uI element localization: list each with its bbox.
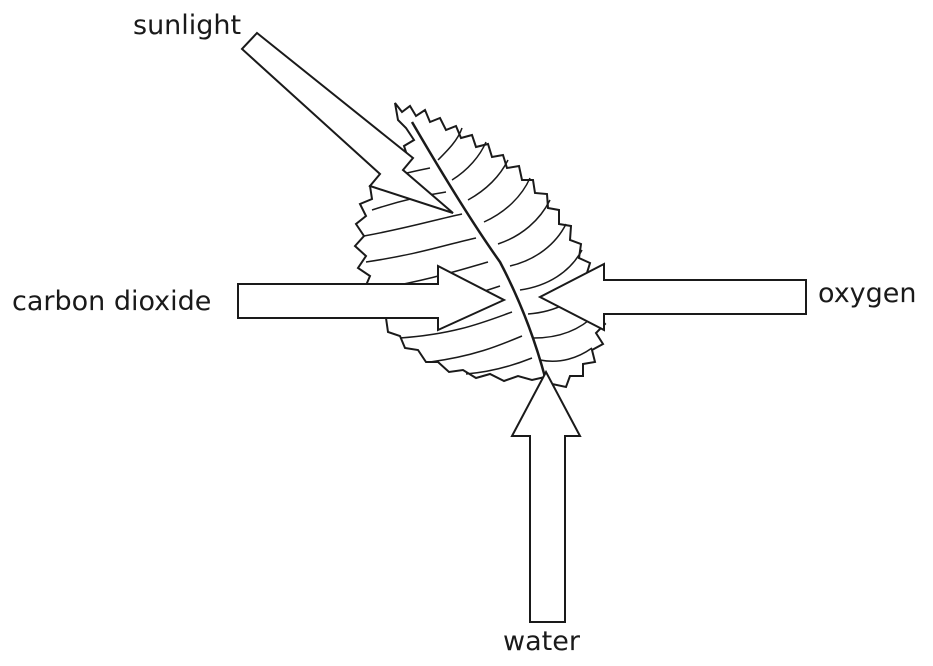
water-arrow: [512, 372, 580, 622]
oxygen-label: oxygen: [818, 280, 917, 307]
carbon-dioxide-label: carbon dioxide: [12, 288, 211, 315]
sunlight-label: sunlight: [133, 12, 241, 39]
water-label: water: [503, 628, 580, 655]
